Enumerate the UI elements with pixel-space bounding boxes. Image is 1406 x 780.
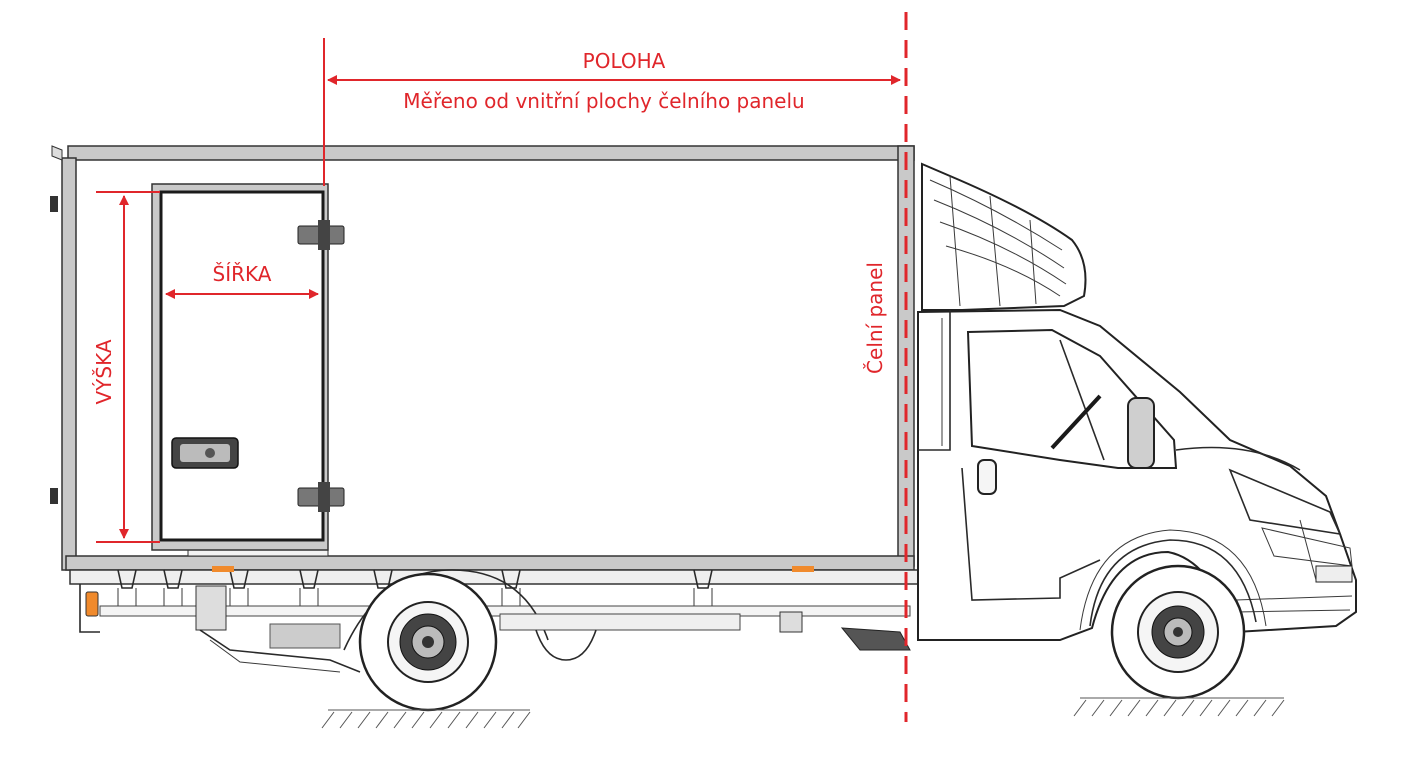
cab-door-handle-icon (977, 459, 997, 495)
side-door (151, 183, 345, 551)
height-label: VÝŠKA (92, 339, 116, 404)
cargo-box (50, 145, 919, 585)
door-handle-icon (171, 437, 239, 469)
ground-front (1073, 697, 1285, 717)
measured-from-note: Měřeno od vnitřní plochy čelního panelu (403, 89, 804, 113)
ground-rear (321, 709, 531, 729)
door-hinge-bottom (297, 482, 345, 512)
front-wheel (1110, 564, 1246, 700)
position-label: POLOHA (583, 49, 666, 73)
rear-light (85, 591, 99, 617)
rear-wheel (358, 572, 498, 712)
side-marker-lamp-front (792, 566, 814, 572)
side-marker-lamp-rear (212, 566, 234, 572)
chassis (79, 566, 911, 673)
width-label: ŠÍŘKA (213, 262, 272, 286)
front-panel-label: Čelní panel (863, 262, 887, 374)
door-hinge-top (297, 220, 345, 250)
side-mirror (1127, 397, 1155, 469)
cab (917, 162, 1357, 641)
